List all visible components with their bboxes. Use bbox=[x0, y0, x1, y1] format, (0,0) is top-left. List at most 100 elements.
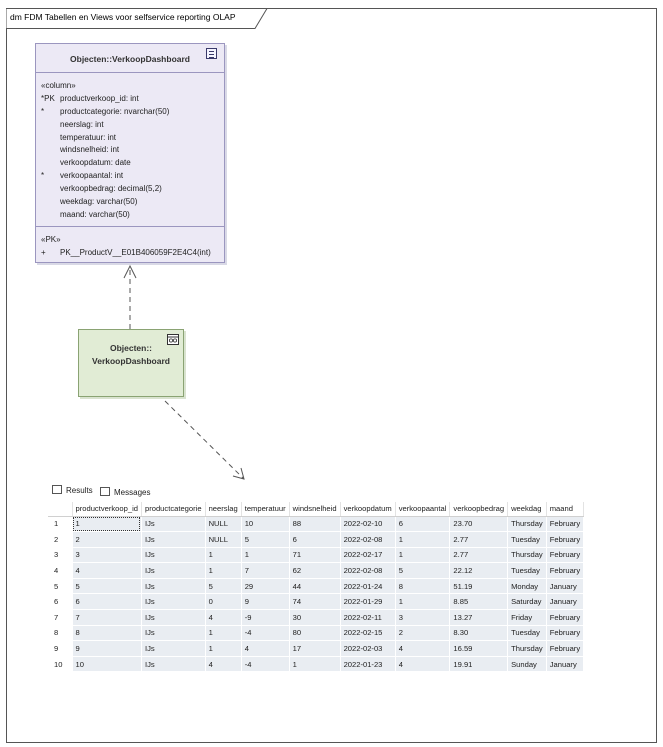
table-cell[interactable]: 13.27 bbox=[449, 609, 509, 626]
table-cell[interactable]: 3 bbox=[72, 547, 142, 564]
table-cell[interactable]: Thursday bbox=[507, 640, 547, 657]
table-cell[interactable]: Friday bbox=[507, 609, 547, 626]
table-cell[interactable]: 17 bbox=[289, 640, 341, 657]
table-cell[interactable]: February bbox=[546, 547, 585, 564]
table-cell[interactable]: Sunday bbox=[507, 656, 547, 673]
attribute-row[interactable]: *verkoopaantal: int bbox=[41, 170, 169, 183]
table-cell[interactable]: 2022-02-17 bbox=[340, 547, 396, 564]
table-cell[interactable]: 8.85 bbox=[449, 593, 509, 611]
table-cell[interactable]: 2022-02-10 bbox=[340, 516, 396, 533]
attribute-row[interactable]: windsnelheid: int bbox=[41, 144, 169, 157]
table-cell[interactable]: IJs bbox=[141, 516, 206, 533]
attribute-row[interactable]: neerslag: int bbox=[41, 119, 169, 132]
table-cell[interactable]: IJs bbox=[141, 625, 206, 642]
column-header[interactable]: verkoopdatum bbox=[340, 502, 396, 517]
column-header[interactable]: maand bbox=[546, 502, 585, 517]
table-cell[interactable]: 2022-02-03 bbox=[340, 640, 396, 657]
table-cell[interactable]: 10 bbox=[72, 656, 142, 673]
table-cell[interactable]: Tuesday bbox=[507, 531, 547, 548]
table-cell[interactable]: -9 bbox=[241, 609, 290, 626]
table-cell[interactable]: 6 bbox=[72, 593, 142, 611]
table-cell[interactable]: 80 bbox=[289, 625, 341, 642]
table-cell[interactable]: 5 bbox=[395, 562, 451, 579]
table-cell[interactable]: 4 bbox=[205, 656, 242, 673]
table-cell[interactable]: IJs bbox=[141, 640, 206, 657]
table-cell[interactable]: Saturday bbox=[507, 593, 547, 611]
table-cell[interactable]: 5 bbox=[241, 531, 290, 548]
table-cell[interactable]: 16.59 bbox=[449, 640, 509, 657]
table-cell[interactable]: 3 bbox=[395, 609, 451, 626]
table-cell[interactable]: 1 bbox=[289, 656, 341, 673]
table-cell[interactable]: 2 bbox=[395, 625, 451, 642]
table-cell[interactable]: IJs bbox=[141, 656, 206, 673]
table-cell[interactable]: January bbox=[546, 578, 585, 595]
table-cell[interactable]: 4 bbox=[205, 609, 242, 626]
table-cell[interactable]: NULL bbox=[205, 516, 242, 533]
table-cell[interactable]: 4 bbox=[72, 562, 142, 579]
table-cell[interactable]: 62 bbox=[289, 562, 341, 579]
table-cell[interactable]: Tuesday bbox=[507, 625, 547, 642]
column-header[interactable]: verkoopaantal bbox=[395, 502, 451, 517]
table-cell[interactable]: Thursday bbox=[507, 547, 547, 564]
table-cell[interactable]: 4 bbox=[241, 640, 290, 657]
view-element[interactable]: Objecten:: VerkoopDashboard bbox=[78, 329, 184, 397]
table-cell[interactable]: 8 bbox=[72, 625, 142, 642]
table-cell[interactable]: IJs bbox=[141, 593, 206, 611]
table-cell[interactable]: 44 bbox=[289, 578, 341, 595]
table-cell[interactable]: 4 bbox=[395, 640, 451, 657]
table-cell[interactable]: 2022-01-29 bbox=[340, 593, 396, 611]
table-cell[interactable]: 4 bbox=[395, 656, 451, 673]
table-cell[interactable]: 1 bbox=[205, 562, 242, 579]
table-cell[interactable]: February bbox=[546, 609, 585, 626]
attribute-row[interactable]: verkoopdatum: date bbox=[41, 157, 169, 170]
table-cell[interactable]: 10 bbox=[241, 516, 290, 533]
attribute-row[interactable]: maand: varchar(50) bbox=[41, 209, 169, 222]
table-cell[interactable]: 5 bbox=[205, 578, 242, 595]
table-cell[interactable]: 2 bbox=[72, 531, 142, 548]
table-cell[interactable]: 2022-02-08 bbox=[340, 562, 396, 579]
table-cell[interactable]: February bbox=[546, 562, 585, 579]
column-header[interactable]: verkoopbedrag bbox=[449, 502, 509, 517]
table-cell[interactable]: 22.12 bbox=[449, 562, 509, 579]
table-cell[interactable]: 74 bbox=[289, 593, 341, 611]
attribute-row[interactable]: temperatuur: int bbox=[41, 132, 169, 145]
table-cell[interactable]: 9 bbox=[72, 640, 142, 657]
table-cell[interactable]: 1 bbox=[72, 516, 142, 533]
table-cell[interactable]: 1 bbox=[395, 547, 451, 564]
table-cell[interactable]: 30 bbox=[289, 609, 341, 626]
table-cell[interactable]: 23.70 bbox=[449, 516, 509, 533]
column-header[interactable]: temperatuur bbox=[241, 502, 290, 517]
table-cell[interactable]: IJs bbox=[141, 531, 206, 548]
table-cell[interactable]: 1 bbox=[205, 640, 242, 657]
table-cell[interactable]: 2022-01-24 bbox=[340, 578, 396, 595]
column-header[interactable]: neerslag bbox=[205, 502, 242, 517]
table-cell[interactable]: 2022-02-11 bbox=[340, 609, 396, 626]
table-cell[interactable]: 8 bbox=[395, 578, 451, 595]
column-header[interactable]: productverkoop_id bbox=[72, 502, 142, 517]
table-cell[interactable]: February bbox=[546, 640, 585, 657]
view-link-connector[interactable] bbox=[164, 400, 245, 480]
table-cell[interactable]: 2.77 bbox=[449, 531, 509, 548]
tab-results[interactable]: Results bbox=[52, 485, 93, 495]
table-cell[interactable]: -4 bbox=[241, 625, 290, 642]
table-cell[interactable]: IJs bbox=[141, 547, 206, 564]
table-cell[interactable]: February bbox=[546, 516, 585, 533]
table-cell[interactable]: 9 bbox=[241, 593, 290, 611]
operation-row[interactable]: +PK__ProductV__E01B406059F2E4C4(int) bbox=[41, 247, 211, 260]
table-cell[interactable]: 6 bbox=[289, 531, 341, 548]
table-cell[interactable]: 7 bbox=[72, 609, 142, 626]
table-cell[interactable]: 2022-02-08 bbox=[340, 531, 396, 548]
table-cell[interactable]: 0 bbox=[205, 593, 242, 611]
table-cell[interactable]: 8.30 bbox=[449, 625, 509, 642]
column-header[interactable]: windsnelheid bbox=[289, 502, 341, 517]
